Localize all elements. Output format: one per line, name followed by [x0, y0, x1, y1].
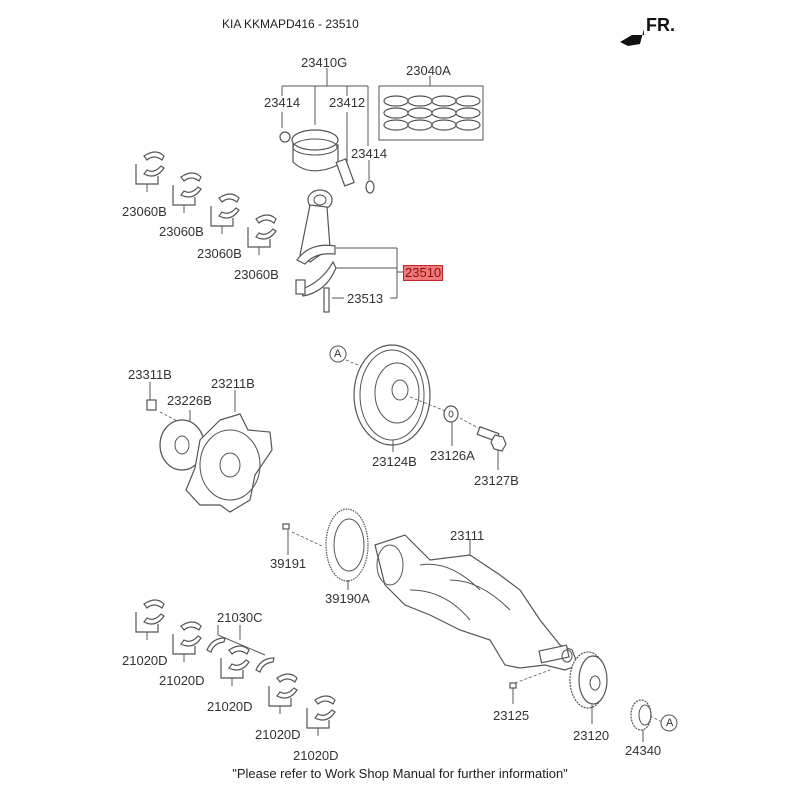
part-label-23226B[interactable]: 23226B: [167, 393, 212, 408]
reference-marker-a-top: A: [334, 348, 342, 360]
bearing-shell-upper: [143, 151, 165, 161]
thrust-washers: [206, 625, 275, 673]
oil-pump-sprocket-part: [630, 699, 678, 742]
part-label-23510-highlighted[interactable]: 23510: [403, 265, 444, 281]
part-label-21020D-2[interactable]: 21020D: [159, 673, 205, 688]
piston-ring: [383, 107, 409, 119]
bearing-shell-lower: [180, 186, 202, 198]
reference-marker-a-bottom: A: [666, 717, 674, 729]
piston-ring-set: [378, 76, 484, 141]
part-label-23513[interactable]: 23513: [347, 291, 384, 306]
ring-gear-part: [282, 508, 369, 590]
bearing-shell-lower: [276, 687, 298, 699]
bearing-shell-lower: [218, 207, 240, 219]
part-label-23414-right[interactable]: 23414: [351, 146, 388, 161]
drive-plate-part: [146, 382, 273, 513]
piston-ring: [383, 95, 409, 107]
part-label-21030C[interactable]: 21030C: [217, 610, 263, 625]
part-label-23040A[interactable]: 23040A: [406, 63, 451, 78]
crankshaft-sprocket-part: [569, 651, 608, 724]
piston-ring: [455, 107, 481, 119]
piston-ring: [407, 107, 433, 119]
diagram-title: KIA KKMAPD416 - 23510: [222, 17, 359, 31]
part-label-23060B-4[interactable]: 23060B: [234, 267, 279, 282]
piston-ring: [455, 95, 481, 107]
part-label-23120[interactable]: 23120: [573, 728, 610, 743]
piston-ring: [431, 107, 457, 119]
piston-ring: [407, 95, 433, 107]
bearing-shell-lower: [228, 659, 250, 671]
piston-ring: [431, 119, 457, 131]
bearing-shell-lower: [255, 228, 277, 240]
part-label-39190A[interactable]: 39190A: [325, 591, 370, 606]
piston-ring: [455, 119, 481, 131]
front-indicator-label: FR.: [646, 15, 675, 35]
part-label-21020D-5[interactable]: 21020D: [293, 748, 339, 763]
bearing-shell-upper: [228, 645, 250, 655]
main-bearing-shells: [135, 599, 336, 736]
bearing-shell-lower: [143, 613, 165, 625]
piston-ring: [431, 95, 457, 107]
part-label-21020D-3[interactable]: 21020D: [207, 699, 253, 714]
part-label-23311B[interactable]: 23311B: [128, 367, 172, 382]
bearing-shell-lower: [314, 709, 336, 721]
part-label-21020D-4[interactable]: 21020D: [255, 727, 301, 742]
part-label-23412[interactable]: 23412: [329, 95, 366, 110]
part-label-23111[interactable]: 23111: [450, 528, 485, 543]
part-label-23211B[interactable]: 23211B: [211, 376, 255, 391]
bearing-shell-lower: [180, 635, 202, 647]
part-label-23060B-2[interactable]: 23060B: [159, 224, 204, 239]
part-label-23410G[interactable]: 23410G: [301, 55, 348, 70]
bearing-shell-upper: [143, 599, 165, 609]
bearing-shell-upper: [314, 695, 336, 705]
bearing-shell-upper: [218, 193, 240, 203]
part-label-39191[interactable]: 39191: [270, 556, 307, 571]
bearing-shell-upper: [180, 621, 202, 631]
front-arrow-icon: [620, 29, 644, 46]
piston-ring: [383, 119, 409, 131]
part-label-23126A[interactable]: 23126A: [430, 448, 475, 463]
part-label-21020D-1[interactable]: 21020D: [122, 653, 168, 668]
piston-leader-lines: [281, 68, 370, 180]
crankshaft-part: [374, 534, 579, 704]
part-label-23060B-3[interactable]: 23060B: [197, 246, 242, 261]
part-label-23060B-1[interactable]: 23060B: [122, 204, 167, 219]
piston-part: [279, 129, 375, 194]
conrod-bearing-shells: [135, 151, 277, 255]
part-label-24340[interactable]: 24340: [625, 743, 662, 758]
bearing-shell-lower: [143, 165, 165, 177]
connecting-rod-part: [295, 189, 403, 313]
bearing-shell-upper: [255, 214, 277, 224]
part-label-23414-left[interactable]: 23414: [264, 95, 301, 110]
part-label-23125[interactable]: 23125: [493, 708, 530, 723]
damper-pulley-part: [329, 344, 507, 470]
bearing-shell-upper: [276, 673, 298, 683]
footer-note: "Please refer to Work Shop Manual for fu…: [232, 766, 568, 781]
part-label-23127B[interactable]: 23127B: [474, 473, 519, 488]
bearing-shell-upper: [180, 172, 202, 182]
part-label-23124B[interactable]: 23124B: [372, 454, 417, 469]
piston-ring: [407, 119, 433, 131]
